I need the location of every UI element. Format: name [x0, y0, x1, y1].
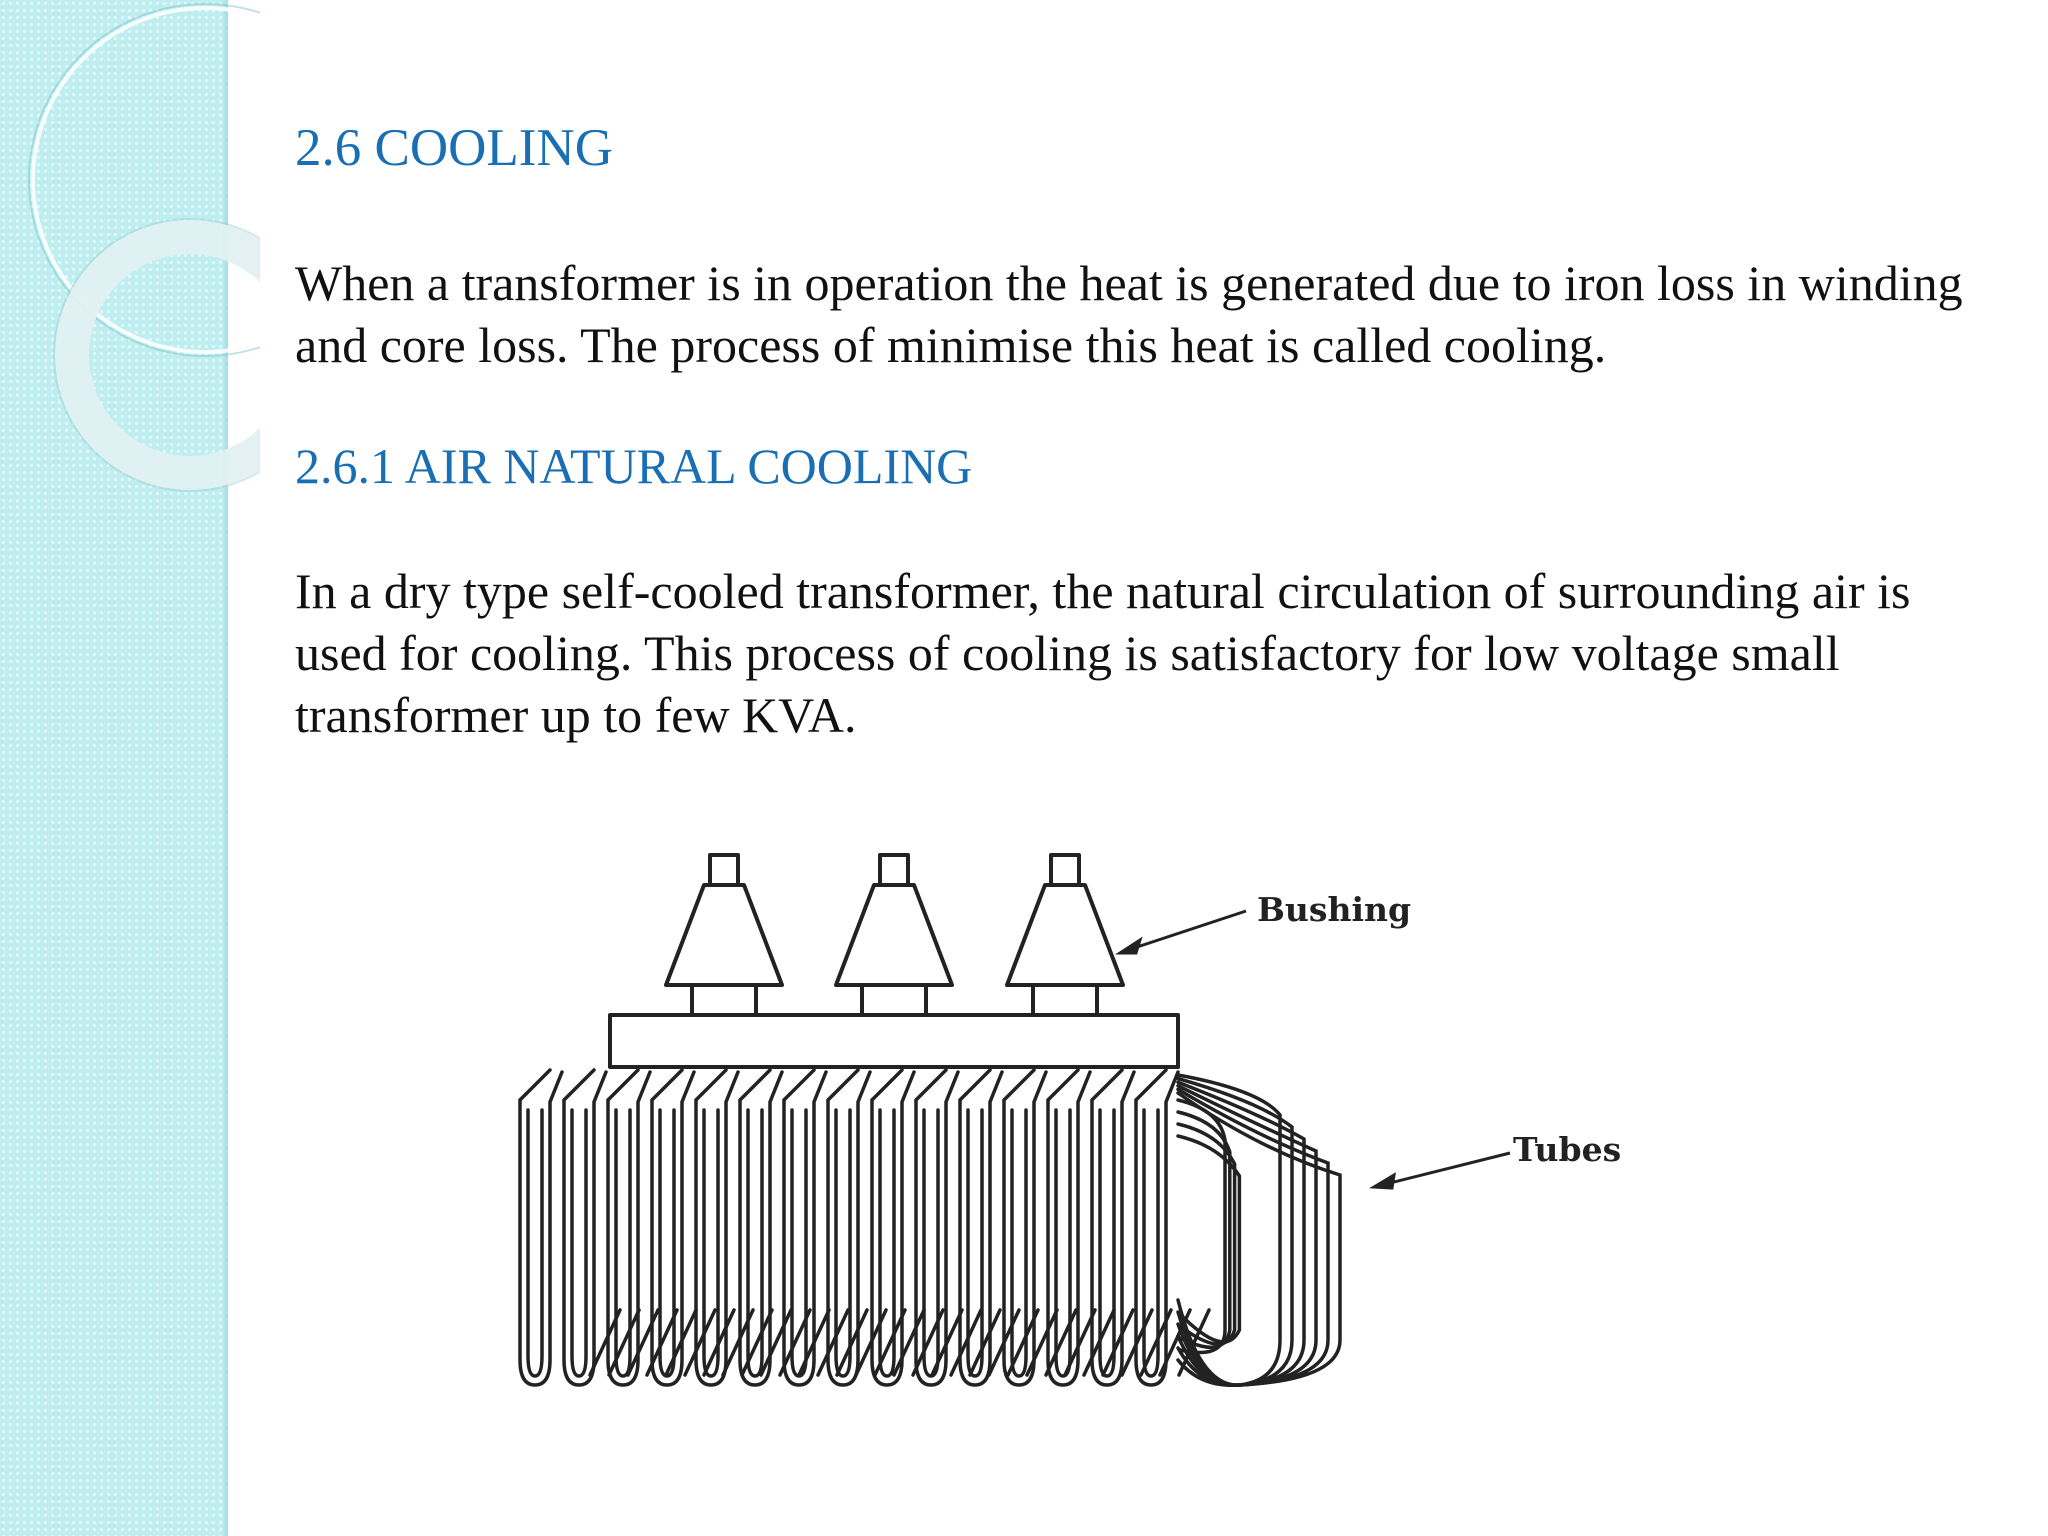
paragraph-cooling: When a transformer is in operation the h…: [295, 252, 2035, 376]
cooling-tube: [1176, 1076, 1294, 1387]
paragraph-air-natural-cooling: In a dry type self-cooled transformer, t…: [295, 560, 2035, 746]
cooling-tube: [966, 1108, 984, 1378]
cooling-tube: [797, 1308, 831, 1377]
cooling-tube: [721, 1308, 755, 1377]
cooling-tube: [987, 1308, 1021, 1377]
cooling-tube: [892, 1308, 926, 1377]
cooling-tube: [1090, 1068, 1136, 1387]
cooling-tube: [930, 1308, 964, 1377]
cooling-tube: [1176, 1073, 1282, 1388]
cooling-tube: [1082, 1308, 1116, 1377]
cooling-tube: [759, 1308, 793, 1377]
paragraph-line: transformer up to few KVA.: [295, 687, 857, 743]
paragraph-line: used for cooling. This process of coolin…: [295, 625, 1840, 681]
bushing-2: [834, 853, 954, 1017]
cooling-tube: [1176, 1098, 1227, 1355]
cooling-tube: [854, 1308, 888, 1377]
cooling-tube: [607, 1308, 641, 1377]
transformer-diagram: [518, 853, 1511, 1388]
label-tubes: Tubes: [1513, 1130, 1622, 1169]
cooling-tube: [1176, 1110, 1232, 1350]
cooling-tube: [658, 1108, 676, 1378]
cooling-tube: [526, 1108, 544, 1378]
tank-top: [608, 1013, 1180, 1069]
cooling-tube: [1176, 1134, 1242, 1344]
cooling-tube: [1063, 1308, 1097, 1377]
cooling-tube: [683, 1308, 717, 1377]
cooling-tube: [816, 1308, 850, 1377]
cooling-tube: [1046, 1068, 1092, 1387]
cooling-tube: [614, 1108, 632, 1378]
cooling-tube: [1006, 1308, 1040, 1377]
cooling-tube: [606, 1068, 652, 1387]
cooling-tube: [1098, 1108, 1116, 1378]
cooling-tube: [1025, 1308, 1059, 1377]
cooling-tube: [949, 1308, 983, 1377]
bushing-3: [1005, 853, 1125, 1017]
cooling-tube: [778, 1308, 812, 1377]
cooling-tube: [1176, 1122, 1237, 1346]
cooling-tube: [834, 1108, 852, 1378]
cooling-tube: [1101, 1308, 1135, 1377]
decorative-rings: [28, 3, 260, 492]
cooling-tube: [835, 1308, 869, 1377]
cooling-tube: [911, 1308, 945, 1377]
cooling-tube: [664, 1308, 698, 1377]
cooling-tube: [1002, 1068, 1048, 1387]
cooling-tube: [570, 1108, 588, 1378]
cooling-tube: [873, 1308, 907, 1377]
paragraph-line: In a dry type self-cooled transformer, t…: [295, 563, 1911, 619]
cooling-tube: [738, 1068, 784, 1387]
paragraph-line: and core loss. The process of minimise t…: [295, 317, 1607, 373]
heading-air-natural-cooling: 2.6.1 AIR NATURAL COOLING: [295, 438, 973, 494]
heading-cooling: 2.6 COOLING: [295, 119, 613, 177]
cooling-tube: [826, 1068, 872, 1387]
cooling-tube: [1142, 1108, 1160, 1378]
cooling-tube: [740, 1308, 774, 1377]
cooling-tube: [1010, 1108, 1028, 1378]
paragraph-line: When a transformer is in operation the h…: [295, 255, 1963, 311]
bushing-1: [664, 853, 784, 1017]
cooling-tube: [958, 1068, 1004, 1387]
cooling-tube: [702, 1108, 720, 1378]
cooling-tube: [588, 1308, 622, 1377]
cooling-tube: [968, 1308, 1002, 1377]
cooling-tube: [1176, 1091, 1342, 1387]
cooling-tube: [518, 1068, 564, 1387]
cooling-tube: [702, 1308, 736, 1377]
cooling-tube: [1139, 1308, 1173, 1377]
cooling-tube: [626, 1308, 660, 1377]
cooling-tube: [645, 1308, 679, 1377]
cooling-tube: [1044, 1308, 1078, 1377]
cooling-tube: [870, 1068, 916, 1387]
cooling-tube: [1120, 1308, 1154, 1377]
label-bushing: Bushing: [1257, 890, 1412, 929]
